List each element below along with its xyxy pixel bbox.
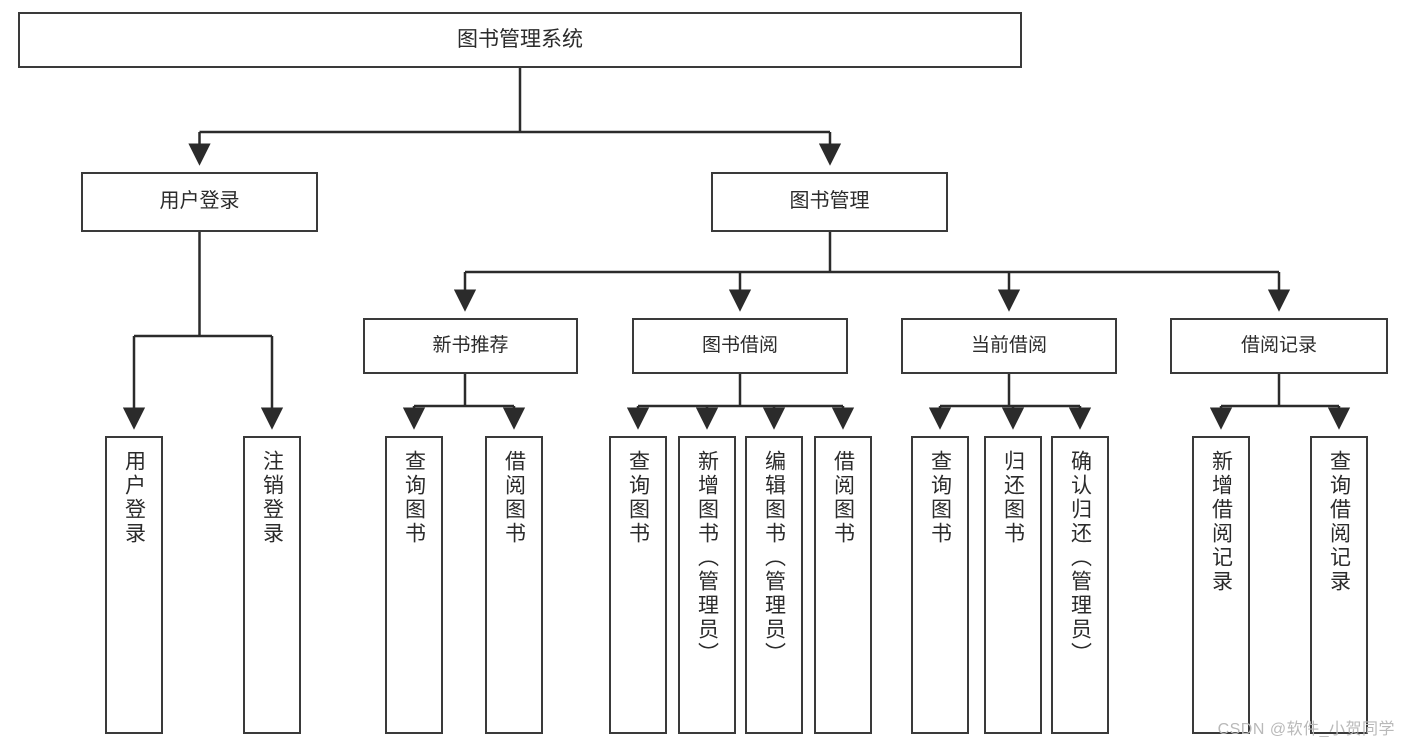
node-label: 编辑图书（管理员） bbox=[762, 450, 786, 666]
node-label: 用户登录 bbox=[122, 450, 146, 546]
node-label: 当前借阅 bbox=[970, 334, 1047, 356]
node-label: 查询图书 bbox=[626, 450, 650, 546]
node-leaf-query-book-2[interactable]: 查询图书 bbox=[609, 436, 667, 734]
node-label: 图书管理系统 bbox=[457, 27, 583, 51]
node-leaf-borrow-book-1[interactable]: 借阅图书 bbox=[485, 436, 543, 734]
node-label: 确认归还（管理员） bbox=[1068, 450, 1092, 666]
node-label: 查询图书 bbox=[928, 450, 952, 546]
csdn-watermark: CSDN @软件_小贺同学 bbox=[1217, 721, 1395, 738]
node-leaf-query-book-1[interactable]: 查询图书 bbox=[385, 436, 443, 734]
node-root-system[interactable]: 图书管理系统 bbox=[18, 12, 1022, 68]
node-label: 查询借阅记录 bbox=[1327, 450, 1351, 594]
node-book-management[interactable]: 图书管理 bbox=[711, 172, 948, 232]
node-leaf-return-book[interactable]: 归还图书 bbox=[984, 436, 1042, 734]
node-leaf-add-borrow-record[interactable]: 新增借阅记录 bbox=[1192, 436, 1250, 734]
node-label: 图书管理 bbox=[789, 190, 870, 213]
node-new-book-recommend[interactable]: 新书推荐 bbox=[363, 318, 578, 374]
node-label: 借阅图书 bbox=[502, 450, 526, 546]
node-leaf-user-login[interactable]: 用户登录 bbox=[105, 436, 163, 734]
node-leaf-query-borrow-record[interactable]: 查询借阅记录 bbox=[1310, 436, 1368, 734]
node-leaf-edit-book-admin[interactable]: 编辑图书（管理员） bbox=[745, 436, 803, 734]
node-borrow-record[interactable]: 借阅记录 bbox=[1170, 318, 1388, 374]
node-leaf-confirm-return-admin[interactable]: 确认归还（管理员） bbox=[1051, 436, 1109, 734]
node-label: 归还图书 bbox=[1001, 450, 1025, 546]
node-leaf-query-book-3[interactable]: 查询图书 bbox=[911, 436, 969, 734]
node-label: 注销登录 bbox=[260, 450, 284, 546]
node-book-borrow[interactable]: 图书借阅 bbox=[632, 318, 848, 374]
node-current-borrow[interactable]: 当前借阅 bbox=[901, 318, 1117, 374]
node-leaf-logout-login[interactable]: 注销登录 bbox=[243, 436, 301, 734]
node-label: 新增借阅记录 bbox=[1209, 450, 1233, 594]
node-label: 借阅图书 bbox=[831, 450, 855, 546]
node-label: 图书借阅 bbox=[701, 334, 778, 356]
node-label: 查询图书 bbox=[402, 450, 426, 546]
node-label: 新增图书（管理员） bbox=[695, 450, 719, 666]
node-label: 借阅记录 bbox=[1240, 334, 1317, 356]
node-leaf-add-book-admin[interactable]: 新增图书（管理员） bbox=[678, 436, 736, 734]
node-user-login[interactable]: 用户登录 bbox=[81, 172, 318, 232]
node-leaf-borrow-book-2[interactable]: 借阅图书 bbox=[814, 436, 872, 734]
node-label: 用户登录 bbox=[159, 190, 240, 213]
node-label: 新书推荐 bbox=[432, 334, 509, 356]
